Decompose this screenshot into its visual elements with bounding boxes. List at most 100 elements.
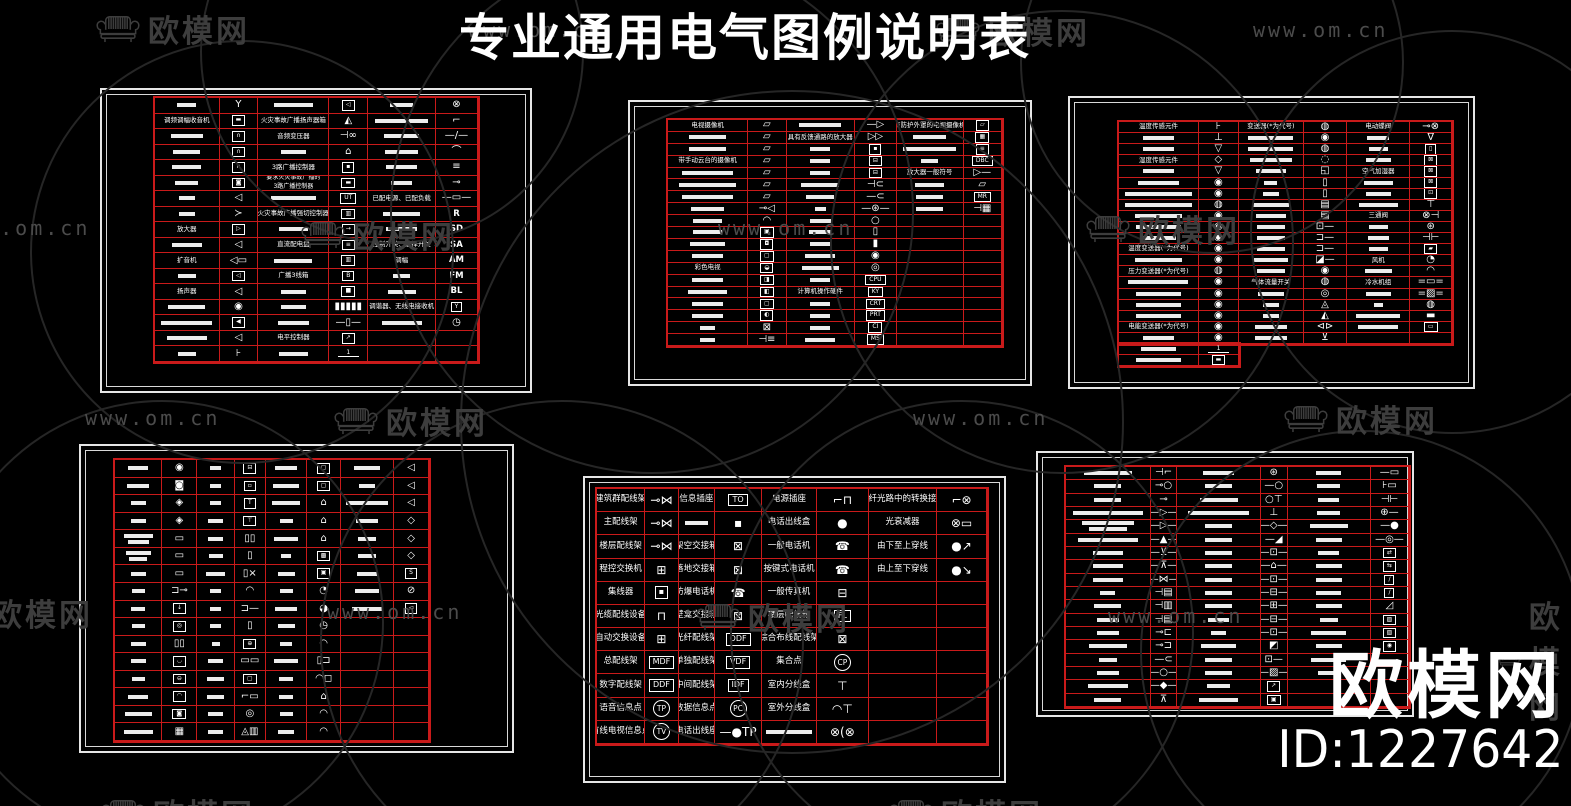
symbol-boxed-label: ◐ [760, 310, 774, 322]
legend-cell [896, 274, 964, 287]
symbol-glyph: ◔ [1426, 255, 1436, 266]
symbol-boxed-label: ⇄ [1382, 547, 1396, 559]
text-bar [275, 606, 298, 611]
legend-cell [368, 113, 436, 130]
text-bar [206, 571, 226, 576]
symbol-glyph: ⊗(⊗ [829, 724, 855, 739]
legend-cell: 调谐器、无线电接收机 [368, 299, 436, 316]
legend-cell: ◁▭ [219, 253, 259, 269]
legend-cell [1347, 155, 1411, 167]
legend-cell: ☎ [816, 558, 869, 582]
legend-cell: IDF [715, 674, 762, 698]
legend-cell: ▬ [1199, 355, 1239, 366]
legend-cell: 落地交接箱 [678, 558, 716, 582]
legend-cell [1119, 255, 1199, 267]
legend-cell [340, 495, 395, 513]
legend-cell: 光衰减器 [868, 512, 938, 536]
legend-cell: DDF [645, 674, 679, 698]
legend-cell [258, 299, 330, 316]
legend-cell: ▧ [1370, 626, 1409, 641]
legend-cell: ⌂ [329, 144, 369, 161]
legend-cell: ⌂ [307, 688, 341, 706]
symbol-glyph: ⊥ [1214, 133, 1223, 144]
watermark-logo-text: 欧模网 [353, 220, 455, 256]
legend-label: 数据信息点 [679, 702, 716, 713]
symbol-glyph: —▷— [1150, 507, 1178, 519]
legend-label: 火灾事故广播扬声器箱 [260, 116, 326, 125]
symbol-glyph: ▭ [174, 550, 185, 562]
legend-cell: ▩ [307, 547, 341, 566]
text-bar [1315, 537, 1342, 542]
legend-cell [394, 688, 429, 706]
symbol-glyph: —● [1380, 520, 1399, 532]
symbol-glyph: ◉ [1214, 288, 1223, 299]
text-bar [1124, 202, 1193, 207]
text-bar [915, 182, 945, 187]
legend-panel-cabling-telecom-legend: 建筑群配线架⊸⋈信息插座TO电源插座⌐⊓光纤光路中的转换接点⌐⊗主配线架⊸⋈▪电… [583, 476, 1006, 783]
symbol-glyph: —▭ [1379, 467, 1400, 479]
legend-cell [896, 238, 964, 251]
legend-cell: ▬ [219, 113, 259, 130]
text-bar [1318, 671, 1340, 676]
legend-cell: ◡ [162, 653, 198, 671]
legend-cell: ▯⊐ [307, 653, 341, 671]
legend-cell [1238, 144, 1304, 156]
text-bar [693, 218, 722, 223]
legend-cell [668, 322, 749, 335]
legend-cell: ⊥ [1198, 133, 1239, 145]
text-bar [353, 466, 381, 471]
legend-cell [1177, 546, 1261, 561]
text-bar [131, 606, 146, 611]
legend-cell [265, 723, 308, 741]
legend-cell: ⊐— [1303, 233, 1348, 245]
legend-cell: ▥ [329, 253, 369, 269]
legend-cell: ▣ [1260, 693, 1288, 707]
legend-cell: ≡ [963, 143, 1002, 156]
symbol-boxed-label: ⊖ [172, 673, 186, 685]
legend-cell [668, 203, 749, 216]
legend-cell: ◉ [855, 250, 897, 263]
legend-cell: ⊐— [1303, 244, 1348, 256]
legend-cell [1347, 221, 1411, 233]
text-bar [1315, 577, 1342, 582]
legend-cell: ◬▥ [234, 723, 266, 741]
legend-cell: —○ [1260, 480, 1288, 494]
symbol-boxed-label: ⊠ [1424, 166, 1438, 177]
watermark-logo: 欧模网 [333, 398, 488, 443]
legend-cell [1287, 600, 1371, 614]
symbol-glyph: ⌐⊗ [951, 493, 972, 508]
legend-cell [340, 653, 395, 671]
legend-cell [368, 284, 436, 300]
legend-cell: ▱ [748, 131, 787, 144]
legend-cell [668, 286, 749, 299]
text-bar [130, 518, 146, 523]
legend-label: 湿度传感元件 [1138, 155, 1178, 164]
text-bar [1368, 224, 1388, 229]
symbol-glyph: ⊸⊐ [1155, 640, 1172, 652]
legend-cell [155, 346, 220, 362]
legend-cell: ▬ [329, 175, 369, 192]
symbol-glyph: ◠⊤ [831, 701, 853, 716]
symbol-glyph: ⊞ [656, 632, 667, 647]
legend-cell [115, 635, 163, 654]
text-bar [125, 551, 151, 556]
legend-cell: ▯× [234, 565, 266, 583]
text-bar [384, 149, 419, 154]
symbol-boxed-label: ↗ [341, 332, 355, 344]
table-grid-tail: 1▬ [1117, 342, 1241, 368]
symbol-glyph: ◎ [1320, 288, 1330, 299]
legend-cell [265, 618, 308, 636]
legend-label: 室外分线盒 [767, 702, 811, 713]
symbol-glyph: ⊡— [1315, 221, 1335, 232]
text-bar [682, 194, 733, 199]
symbol-glyph: ◁ [234, 192, 243, 204]
legend-cell: =▨= [1410, 288, 1452, 300]
legend-label: 直流配电盘 [277, 240, 310, 249]
legend-cell: 扩音机 [155, 253, 220, 269]
legend-cell [340, 582, 395, 601]
legend-cell [1287, 520, 1371, 534]
watermark-url: www.om.cn [913, 406, 1049, 430]
legend-cell: ▯ [1303, 177, 1348, 189]
symbol-glyph: ⌂ [320, 690, 327, 702]
legend-cell: ⊐— [234, 600, 266, 619]
